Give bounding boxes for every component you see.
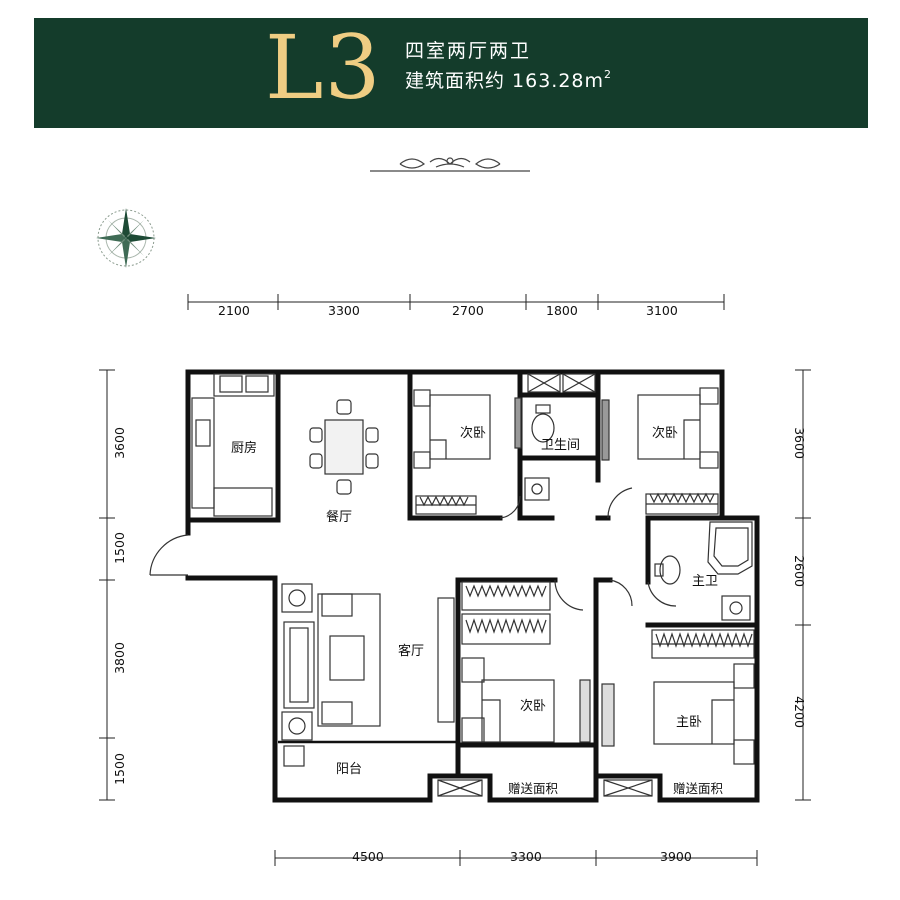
room-living: 客厅 (398, 644, 425, 659)
dim-left-4: 1500 (111, 753, 127, 785)
room-bonus-area-1: 赠送面积 (508, 781, 559, 796)
room-dining: 餐厅 (326, 510, 353, 525)
wardrobe-marks (419, 492, 753, 648)
room-bedroom-1: 次卧 (460, 426, 487, 441)
dim-top-3: 2700 (452, 303, 484, 318)
area-description: 建筑面积约 163.28m2 (405, 66, 612, 93)
room-master-bedroom: 主卧 (676, 715, 703, 730)
model-code: L3 (265, 16, 382, 119)
room-bonus-area-2: 赠送面积 (673, 781, 724, 796)
layout-description: 四室两厅两卫 (405, 40, 532, 62)
room-bedroom-3: 次卧 (520, 699, 547, 714)
dim-right-3: 4200 (791, 696, 807, 728)
room-bedroom-2: 次卧 (652, 426, 679, 441)
walls (185, 369, 760, 803)
dim-top-4: 1800 (546, 303, 578, 318)
room-kitchen: 厨房 (231, 441, 258, 456)
dim-right-2: 2600 (791, 555, 807, 587)
ornament-divider-icon (370, 157, 530, 172)
dim-left-2: 1500 (111, 532, 127, 564)
dimension-lines (99, 294, 811, 866)
header-banner (34, 18, 868, 128)
dim-right-1: 3600 (791, 427, 807, 459)
dim-bottom-2: 3300 (510, 849, 542, 864)
area-unit-superscript: 2 (604, 67, 613, 81)
dim-left-3: 3800 (111, 642, 127, 674)
room-master-bath: 主卫 (692, 574, 719, 589)
dim-left-1: 3600 (111, 427, 127, 459)
dim-top-2: 3300 (328, 303, 360, 318)
room-balcony: 阳台 (336, 762, 363, 777)
dim-top-1: 2100 (218, 303, 250, 318)
area-value: 建筑面积约 163.28m (405, 70, 605, 92)
dim-top-5: 3100 (646, 303, 678, 318)
room-bathroom: 卫生间 (541, 438, 581, 453)
furniture (149, 373, 755, 797)
dim-bottom-3: 3900 (660, 849, 692, 864)
dim-bottom-1: 4500 (352, 849, 384, 864)
compass-rose-icon (96, 208, 156, 268)
